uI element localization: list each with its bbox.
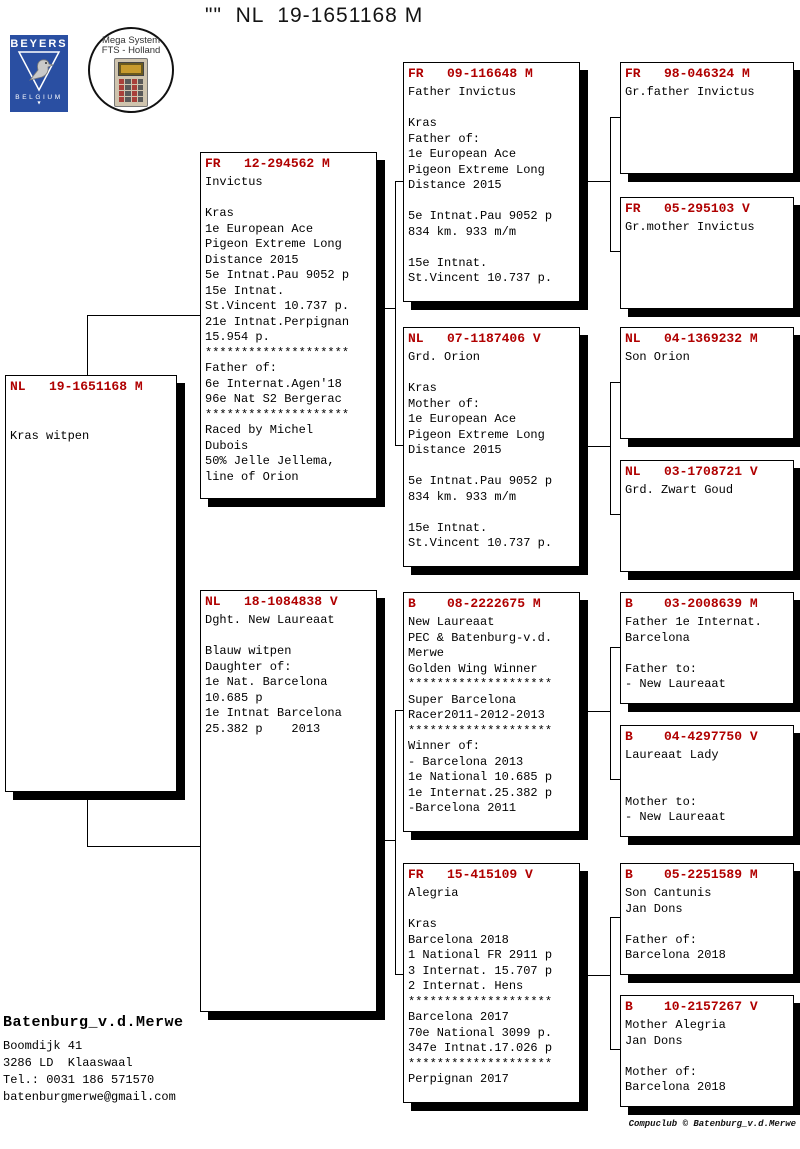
pigeon-details: Grd. Zwart Goud [625, 483, 734, 497]
mega-system-line2: FTS - Holland [101, 45, 161, 56]
pedigree-box-subject: NL 19-1651168 M Kras witpen [5, 375, 177, 792]
ring-number: B 10-2157267 V [625, 999, 758, 1014]
pigeon-details: Father Invictus Kras Father of: 1e Europ… [408, 85, 553, 285]
connector-line [610, 779, 620, 780]
connector-line [87, 846, 200, 847]
pedigree-box-greatgrandparent-7: B 05-2251589 M Son Cantunis Jan Dons Fat… [620, 863, 794, 975]
connector-line [610, 251, 620, 252]
connector-line [395, 445, 403, 446]
beyers-logo-name: BEYERS [10, 38, 68, 50]
ring-number: B 08-2222675 M [408, 596, 541, 611]
ring-number: FR 98-046324 M [625, 66, 750, 81]
pedigree-box-mother: NL 18-1084838 V Dght. New Laureaat Blauw… [200, 590, 377, 1012]
pedigree-box-grandmother-paternal: NL 07-1187406 V Grd. Orion Kras Mother o… [403, 327, 580, 567]
connector-line [610, 117, 620, 118]
ring-number: NL 04-1369232 M [625, 331, 758, 346]
pigeon-details: Invictus Kras 1e European Ace Pigeon Ext… [205, 175, 350, 484]
pigeon-details: Kras witpen [10, 429, 90, 443]
mega-system-line1: Mega System [101, 35, 161, 46]
page-title: "" NL 19-1651168 M [205, 4, 424, 27]
connector-line [610, 917, 611, 1050]
pedigree-box-greatgrandparent-2: FR 05-295103 V Gr.mother Invictus [620, 197, 794, 309]
connector-line [87, 798, 88, 847]
pedigree-box-greatgrandparent-1: FR 98-046324 M Gr.father Invictus [620, 62, 794, 174]
connector-line [395, 710, 403, 711]
ring-number: FR 12-294562 M [205, 156, 330, 171]
mega-system-logo: Mega System FTS - Holland [88, 27, 174, 113]
ring-number: B 03-2008639 M [625, 596, 758, 611]
ring-number: B 05-2251589 M [625, 867, 758, 882]
connector-line [578, 446, 610, 447]
connector-line [578, 181, 610, 182]
ring-number: NL 03-1708721 V [625, 464, 758, 479]
beyers-triangle-icon: ▾ [36, 99, 42, 108]
pedigree-box-grandmother-maternal: FR 15-415109 V Alegria Kras Barcelona 20… [403, 863, 580, 1103]
pigeon-details: Gr.mother Invictus [625, 220, 755, 234]
connector-line [610, 514, 620, 515]
connector-line [375, 308, 395, 309]
connector-line [375, 840, 395, 841]
pigeon-icon [17, 51, 61, 92]
pigeon-details: Dght. New Laureaat Blauw witpen Daughter… [205, 613, 342, 736]
ring-number: FR 09-116648 M [408, 66, 533, 81]
ring-number: NL 07-1187406 V [408, 331, 541, 346]
pedigree-box-greatgrandparent-5: B 03-2008639 M Father 1e Internat. Barce… [620, 592, 794, 704]
connector-line [610, 1049, 620, 1050]
pigeon-details: Grd. Orion Kras Mother of: 1e European A… [408, 350, 553, 550]
owner-name: Batenburg_v.d.Merwe [3, 1014, 184, 1031]
pedigree-box-grandfather-maternal: B 08-2222675 M New Laureaat PEC & Batenb… [403, 592, 580, 832]
pedigree-box-father: FR 12-294562 M Invictus Kras 1e European… [200, 152, 377, 499]
pigeon-details: Gr.father Invictus [625, 85, 755, 99]
ring-number: NL 18-1084838 V [205, 594, 338, 609]
pigeon-details: Mother Alegria Jan Dons Mother of: Barce… [625, 1018, 726, 1094]
beyers-logo-country: BELGIUM [15, 94, 63, 101]
pigeon-details: Father 1e Internat. Barcelona Father to:… [625, 615, 762, 691]
connector-line [87, 315, 200, 316]
pigeon-details: Son Cantunis Jan Dons Father of: Barcelo… [625, 886, 726, 962]
connector-line [610, 647, 611, 780]
connector-line [395, 181, 403, 182]
ring-number: NL 19-1651168 M [10, 379, 143, 394]
pigeon-details: Alegria Kras Barcelona 2018 1 National F… [408, 886, 553, 1086]
connector-line [610, 917, 620, 918]
pedigree-box-greatgrandparent-6: B 04-4297750 V Laureaat Lady Mother to: … [620, 725, 794, 837]
calculator-icon [114, 58, 148, 107]
pigeon-details: New Laureaat PEC & Batenburg-v.d. Merwe … [408, 615, 553, 815]
beyers-logo: BEYERS BELGIUM ▾ [10, 35, 68, 112]
pedigree-box-grandfather-paternal: FR 09-116648 M Father Invictus Kras Fath… [403, 62, 580, 302]
pedigree-box-greatgrandparent-3: NL 04-1369232 M Son Orion [620, 327, 794, 439]
pedigree-box-greatgrandparent-8: B 10-2157267 V Mother Alegria Jan Dons M… [620, 995, 794, 1107]
owner-address: Boomdijk 41 3286 LD Klaaswaal Tel.: 0031… [3, 1039, 176, 1104]
ring-number: FR 05-295103 V [625, 201, 750, 216]
connector-line [610, 382, 620, 383]
connector-line [578, 711, 610, 712]
pedigree-box-greatgrandparent-4: NL 03-1708721 V Grd. Zwart Goud [620, 460, 794, 572]
connector-line [610, 382, 611, 515]
connector-line [87, 315, 88, 375]
pigeon-details: Son Orion [625, 350, 690, 364]
connector-line [395, 181, 396, 446]
ring-number: B 04-4297750 V [625, 729, 758, 744]
connector-line [610, 647, 620, 648]
ring-number: FR 15-415109 V [408, 867, 533, 882]
pigeon-details: Laureaat Lady Mother to: - New Laureaat [625, 748, 726, 824]
connector-line [578, 975, 610, 976]
connector-line [610, 117, 611, 252]
connector-line [395, 710, 396, 975]
connector-line [395, 974, 403, 975]
compuclub-credit: Compuclub © Batenburg_v.d.Merwe [628, 1119, 796, 1129]
